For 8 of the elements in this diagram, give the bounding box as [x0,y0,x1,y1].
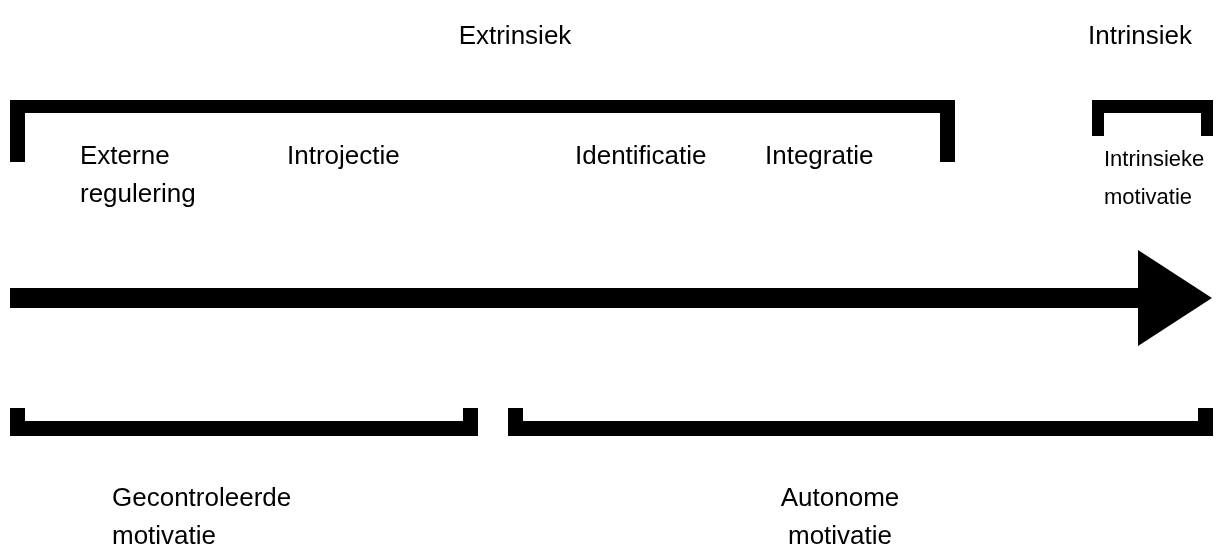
label-text: Introjectie [287,139,401,172]
label-text: Intrinsiek [1086,19,1193,52]
label-text: Intrinsieke motivatie [1104,145,1202,211]
label-text: Externe regulering [80,139,197,210]
label-text: Integratie [765,139,875,172]
label-text: Gecontroleerde motivatie [112,481,293,552]
label-text: Autonome motivatie [779,481,901,552]
label-text: Extrinsiek [457,19,573,52]
